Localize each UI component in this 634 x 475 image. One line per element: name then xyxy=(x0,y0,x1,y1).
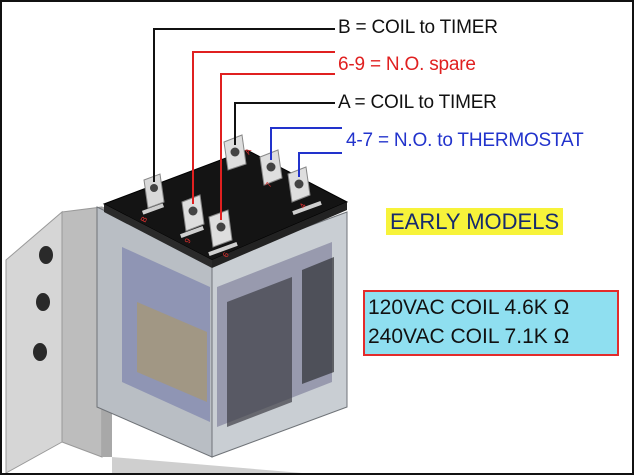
label-thermostat: 4-7 = N.O. to THERMOSTAT xyxy=(346,130,584,151)
relay-body xyxy=(96,206,348,458)
leader-line-a xyxy=(234,102,335,145)
terminal-a xyxy=(223,134,247,171)
leader-line-thermostat-7 xyxy=(270,127,342,160)
terminal-mark-7: 7 xyxy=(264,180,274,189)
terminal-4 xyxy=(287,166,322,216)
terminal-mark-a: A xyxy=(243,146,254,156)
coil-spec-box: 120VAC COIL 4.6K Ω 240VAC COIL 7.1K Ω xyxy=(363,290,619,356)
early-models-badge: EARLY MODELS xyxy=(386,208,564,235)
terminal-9 xyxy=(180,194,205,238)
leader-line-thermostat-4 xyxy=(298,152,342,177)
mount-hole xyxy=(33,343,47,361)
mount-hole xyxy=(36,293,50,311)
label-spare: 6-9 = N.O. spare xyxy=(338,54,476,75)
mount-hole xyxy=(39,246,53,264)
terminal-7 xyxy=(259,149,283,186)
label-b-coil: B = COIL to TIMER xyxy=(338,17,498,38)
leader-line-spare-9 xyxy=(192,51,335,204)
label-a-coil: A = COIL to TIMER xyxy=(338,92,497,113)
leader-line-spare-6 xyxy=(220,73,335,220)
coil-spec-120v: 120VAC COIL 4.6K Ω xyxy=(368,296,570,319)
terminal-mark-b: B xyxy=(139,215,149,224)
terminal-mark-6: 6 xyxy=(221,250,231,259)
coil-spec-240v: 240VAC COIL 7.1K Ω xyxy=(368,325,570,348)
terminal-mark-4: 4 xyxy=(298,201,308,210)
terminal-mark-9: 9 xyxy=(183,236,193,245)
terminal-6 xyxy=(208,209,238,257)
terminal-b xyxy=(141,173,165,215)
leader-line-b xyxy=(153,28,335,182)
